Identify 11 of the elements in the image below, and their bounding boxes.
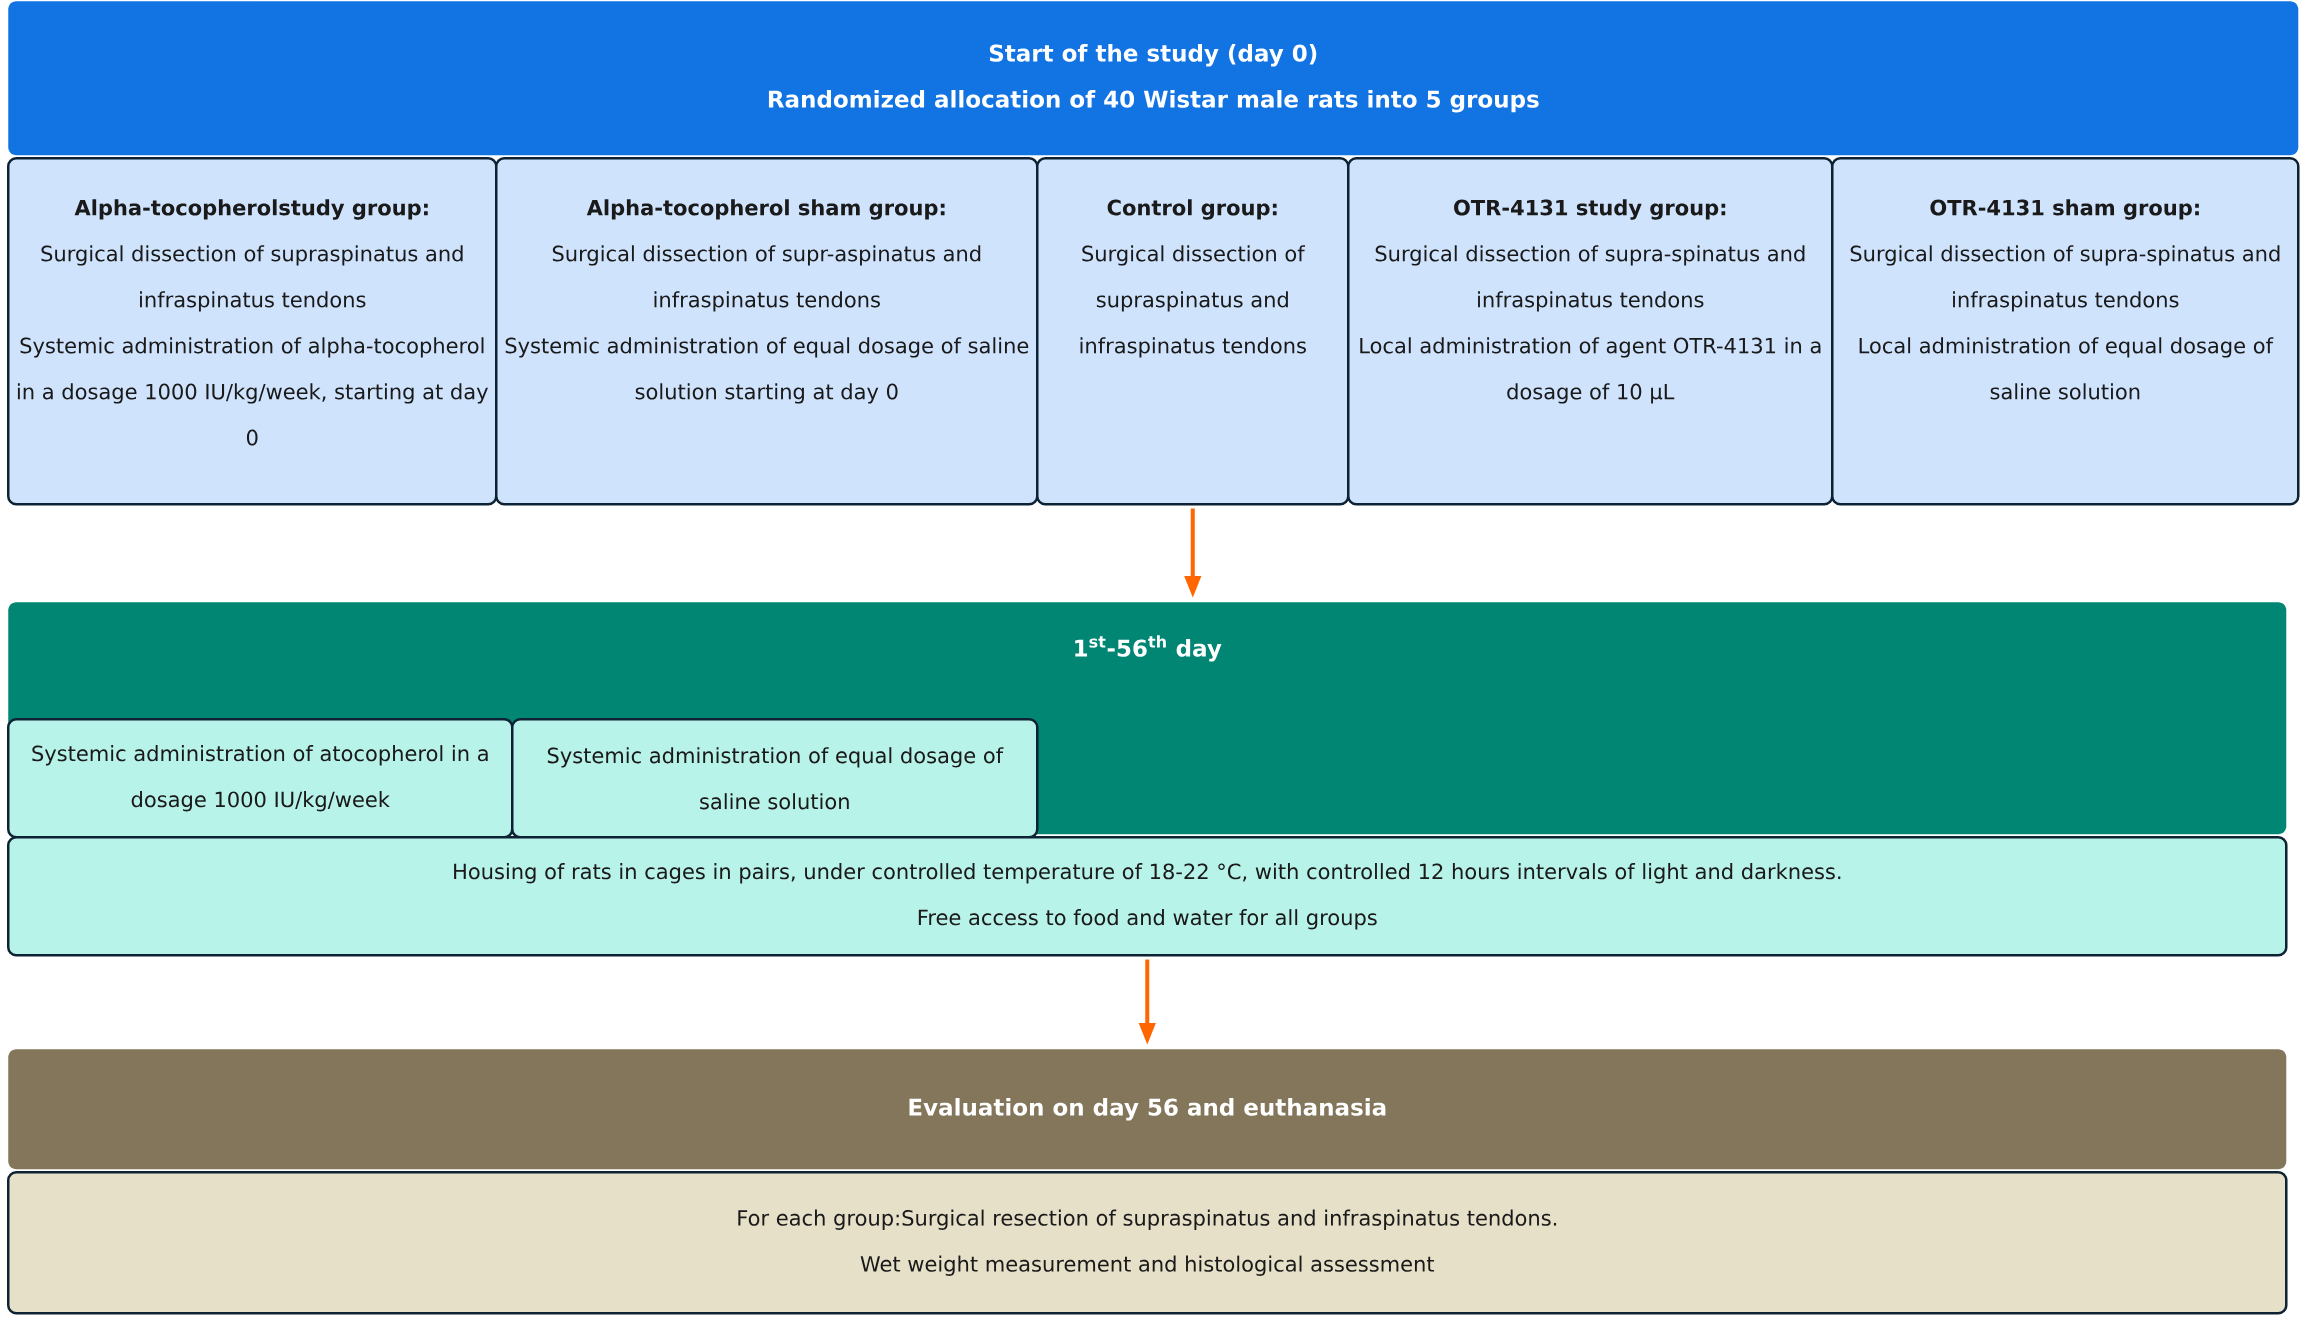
group-box: Alpha-tocopherol sham group: Surgical dissection of supr-aspinatus and infraspinatus tendons Systemic administration of equal dosage of saline solution starting at day 0: [495, 157, 1039, 506]
treatment-box: Systemic administration of atocopherol in a dosage 1000 IU/kg/week: [7, 718, 514, 839]
header-band: Start of the study (day 0) Randomized allocation of 40 Wistar male rats into 5 groups: [8, 1, 2299, 156]
group-box: OTR-4131 study group: Surgical dissection of supra-spinatus and infraspinatus tendons Local administration of agent OTR-4131 in a dosage of 10 μL: [1347, 157, 1834, 506]
group-box: Control group: Surgical dissection of supraspinatus and infraspinatus tendons: [1036, 157, 1350, 506]
group-box: OTR-4131 sham group: Surgical dissection of supra-spinatus and infraspinatus tendons Local administration of equal dosage of saline solution: [1831, 157, 2300, 506]
group-box: Alpha-tocopherolstudy group: Surgical dissection of supraspinatus and infraspinatus tendons Systemic administration of alpha-tocopherol in a dosage 1000 IU/kg/week, starting at day 0: [7, 157, 498, 506]
housing-box: Housing of rats in cages in pairs, under controlled temperature of 18-22 °C, with controlled 12 hours intervals of light and darkness. Free access to food and water for all groups: [7, 836, 2288, 957]
evaluation-band: Evaluation on day 56 and euthanasia: [8, 1049, 2287, 1170]
procedure-box: For each group:Surgical resection of supraspinatus and infraspinatus tendons. Wet weight measurement and histological assessment: [7, 1171, 2288, 1315]
treatment-box: Systemic administration of equal dosage of saline solution: [511, 718, 1039, 839]
